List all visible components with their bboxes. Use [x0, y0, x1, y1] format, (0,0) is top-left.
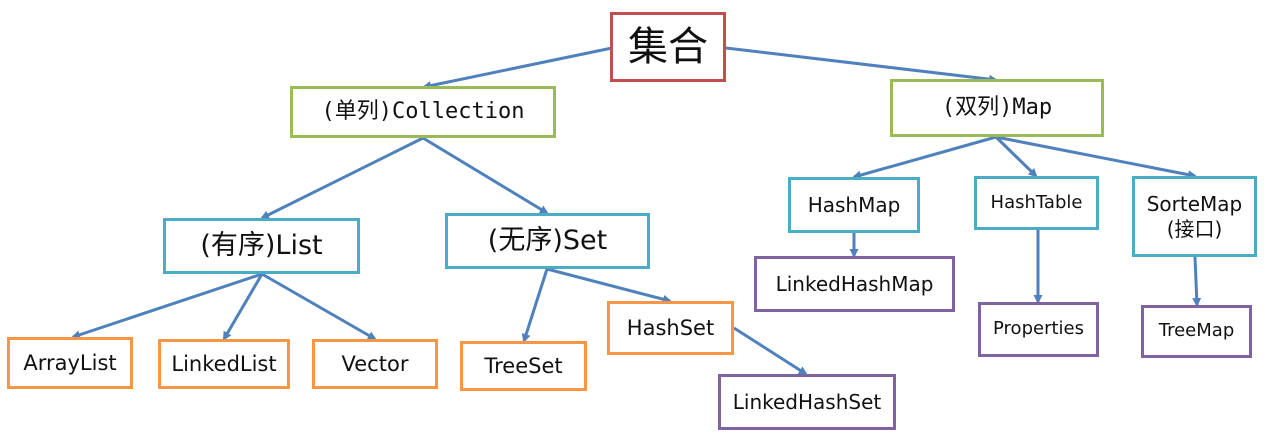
node-root: 集合 [610, 12, 726, 82]
node-set: (无序)Set [445, 213, 650, 269]
node-hashtable: HashTable [974, 176, 1099, 230]
node-collection: (单列)Collection [290, 86, 556, 138]
node-sortemap: SorteMap (接口) [1132, 176, 1257, 257]
edge-list-vector [261, 272, 377, 341]
edge-collection-list [260, 136, 424, 220]
edge-map-sortemap [995, 135, 1197, 180]
edge-sortemap-treemap [1192, 256, 1202, 307]
node-treemap: TreeMap [1141, 305, 1252, 358]
node-linkedhashmap: LinkedHashMap [754, 256, 955, 312]
node-list: (有序)List [163, 218, 360, 274]
node-hashmap: HashMap [788, 177, 920, 233]
node-map: (双列)Map [890, 79, 1104, 137]
edge-root-map [725, 46, 998, 84]
edge-map-hashmap [852, 135, 997, 180]
edge-collection-set [422, 136, 549, 215]
node-properties: Properties [978, 302, 1099, 357]
node-hashset: HashSet [607, 301, 734, 355]
edge-root-collection [422, 46, 613, 90]
node-treeset: TreeSet [460, 341, 587, 391]
edge-set-hashset [546, 267, 672, 304]
edge-map-hashtable [994, 135, 1038, 178]
node-arraylist: ArrayList [7, 337, 133, 389]
edge-hashset-linkedhashset [733, 326, 808, 376]
node-linkedlist: LinkedList [158, 339, 290, 389]
edge-list-linkedlist [222, 273, 264, 341]
edge-list-arraylist [71, 272, 263, 340]
node-linkedhashset: LinkedHashSet [718, 374, 896, 430]
edge-set-treeset [521, 268, 549, 343]
node-vector: Vector [312, 339, 438, 389]
